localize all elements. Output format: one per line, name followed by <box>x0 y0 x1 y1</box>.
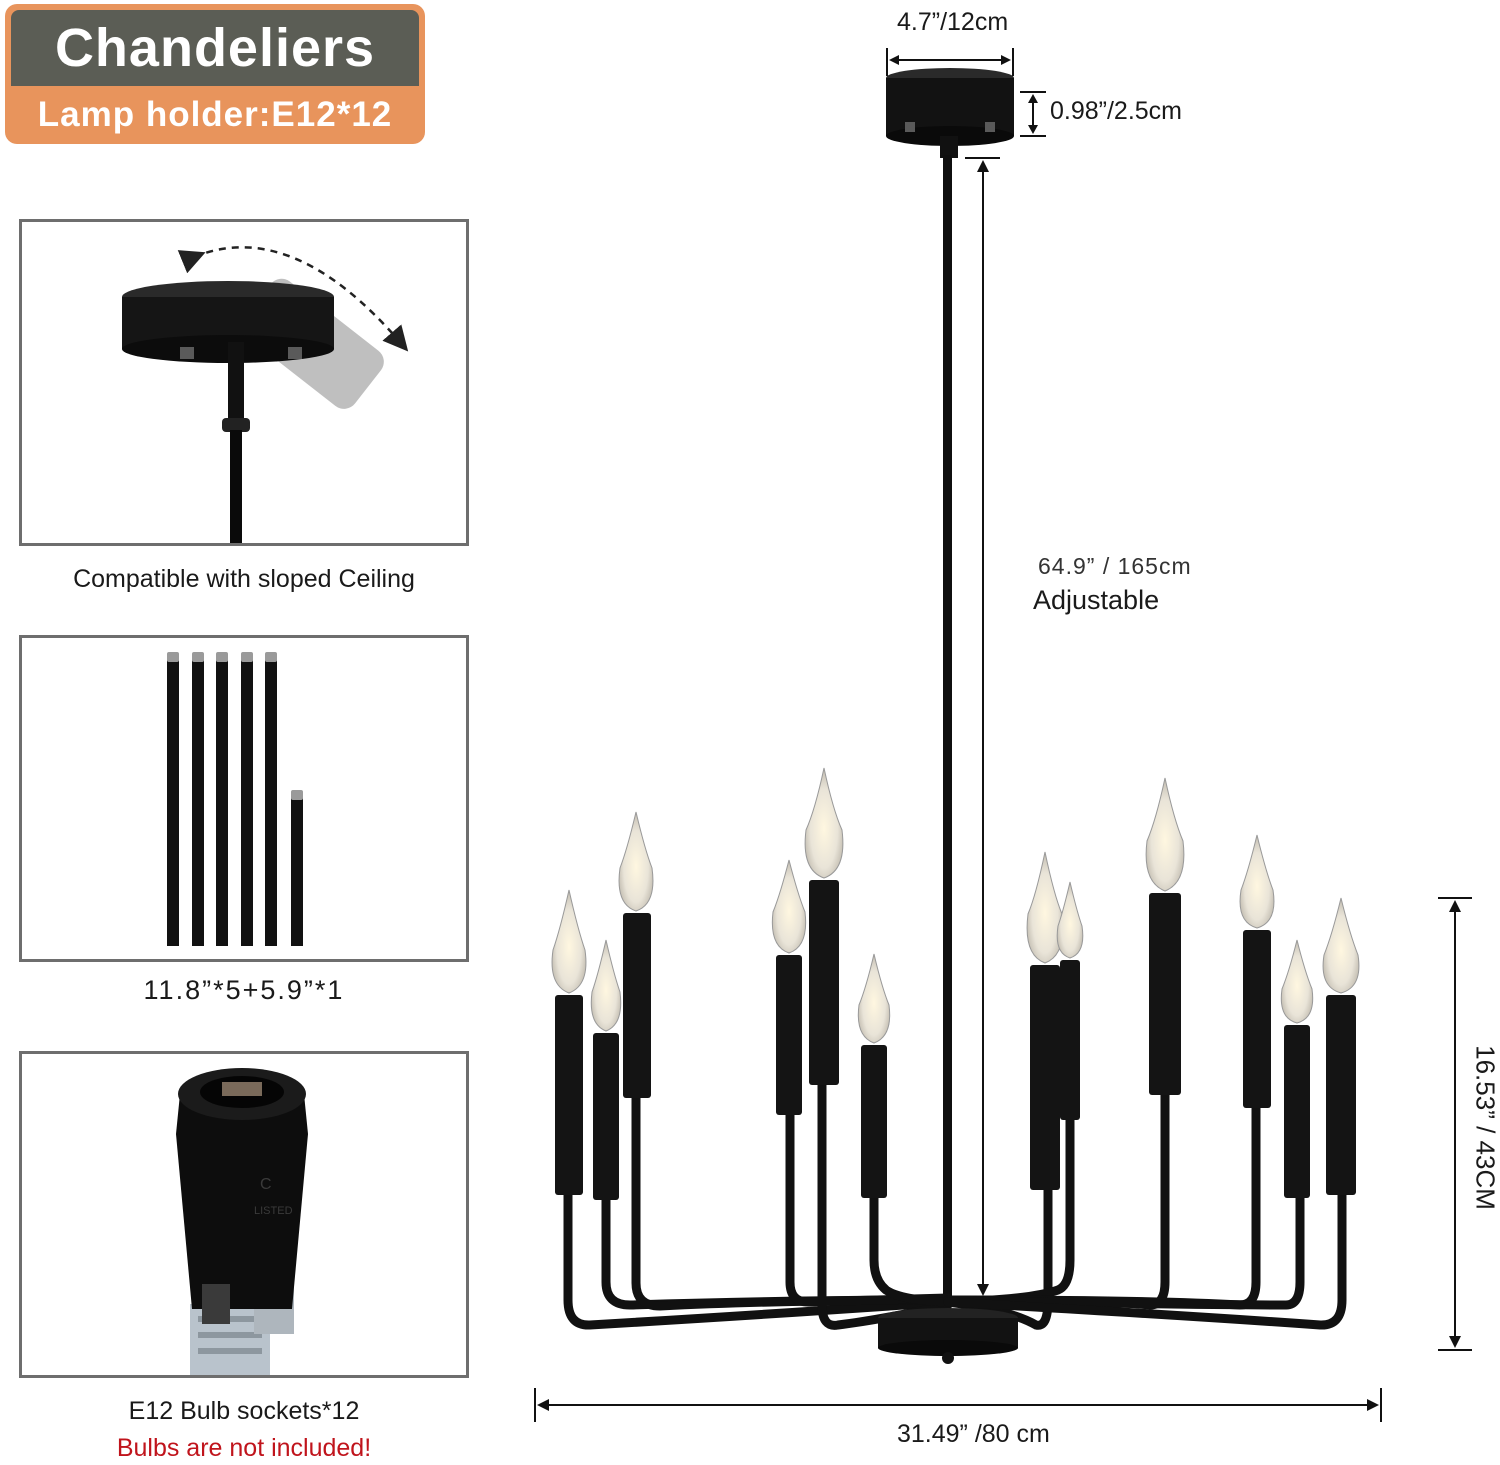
svg-text:LISTED: LISTED <box>254 1205 293 1217</box>
extension-rods-panel <box>19 635 469 962</box>
fixture-width-label: 31.49” /80 cm <box>897 1420 1050 1448</box>
candle-sockets <box>551 767 1360 1200</box>
fixture-height-label: 16.53” / 43CM <box>1470 1045 1500 1210</box>
down-rod <box>943 155 952 1305</box>
title-badge-top: Chandeliers <box>11 10 419 86</box>
chandelier-arms <box>563 1080 1347 1330</box>
title-badge: Chandeliers Lamp holder:E12*12 <box>5 4 425 144</box>
bulbs-not-included-warning: Bulbs are not included! <box>116 1434 372 1462</box>
extension-rods-icon <box>167 652 303 946</box>
rod-length-label: 64.9” / 165cm <box>1038 553 1192 579</box>
bulb-socket-panel: C LISTED <box>19 1051 469 1378</box>
sloped-ceiling-panel <box>19 219 469 546</box>
dimension-lines <box>534 48 1472 1422</box>
bulb-socket-icon: C LISTED <box>176 1068 308 1375</box>
socket-caption: E12 Bulb sockets*12 <box>128 1397 360 1425</box>
lamp-holder-label: Lamp holder:E12*12 <box>37 95 393 134</box>
product-title: Chandeliers <box>54 18 376 78</box>
rods-caption: 11.8”*5+5.9”*1 <box>143 975 345 1005</box>
chandelier-illustration <box>534 48 1472 1422</box>
sloped-canopy-icon <box>122 246 409 543</box>
canopy <box>886 68 1014 158</box>
canopy-height-label: 0.98”/2.5cm <box>1050 97 1183 125</box>
sloped-ceiling-caption: Compatible with sloped Ceiling <box>73 565 415 593</box>
adjustable-label: Adjustable <box>1033 585 1160 615</box>
canopy-width-label: 4.7”/12cm <box>897 8 1009 36</box>
svg-text:C: C <box>260 1176 272 1193</box>
